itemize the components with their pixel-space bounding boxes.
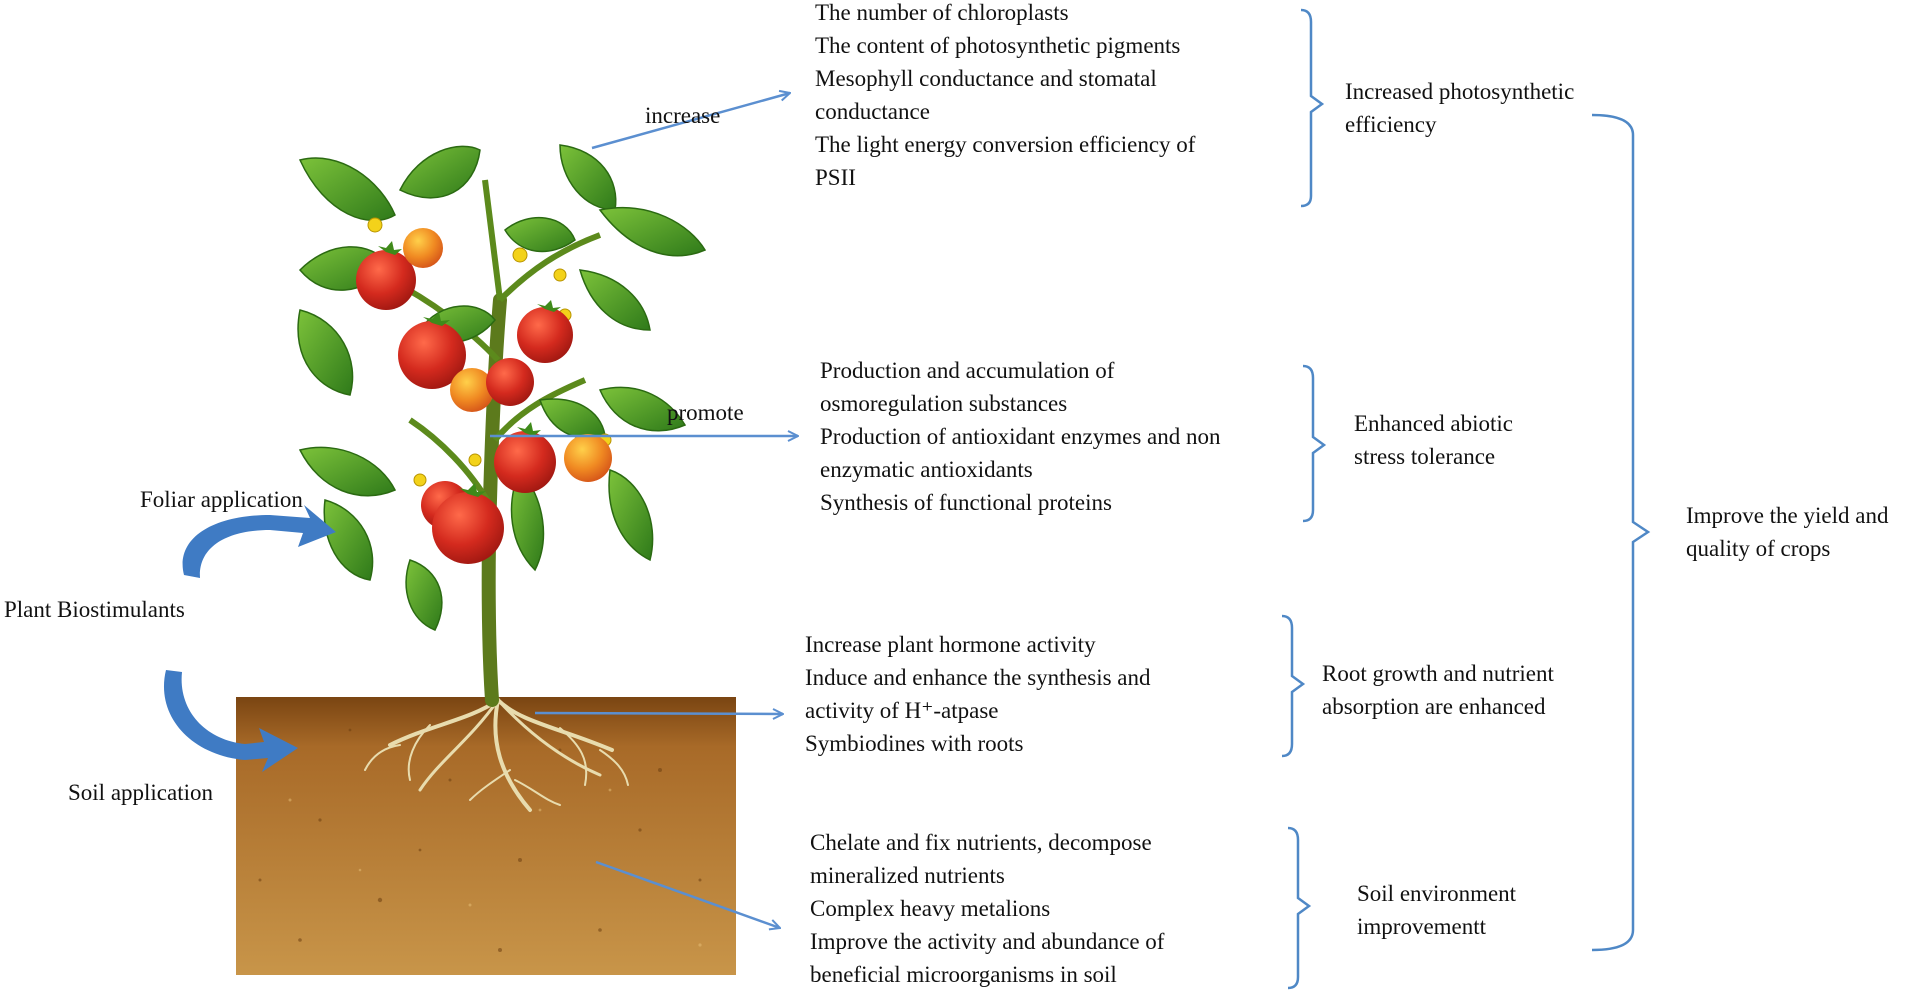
effect-line: Chelate and fix nutrients, decompose: [810, 830, 1152, 855]
outcome-label: Improve the yield and quality of crops: [1686, 503, 1889, 561]
category-stress: Enhanced abiotic stress tolerance: [1354, 411, 1514, 469]
arrow-soil: [595, 860, 780, 928]
effect-line: The number of chloroplasts: [815, 0, 1069, 25]
effect-line: Increase plant hormone activity: [805, 632, 1096, 657]
effect-line: Production of antioxidant enzymes and no…: [820, 424, 1221, 449]
label-soil-application: Soil application: [68, 780, 214, 805]
soil-arrow: [163, 670, 298, 772]
foliar-arrow: [182, 505, 336, 578]
effect-line: Synthesis of functional proteins: [820, 490, 1112, 515]
effect-list-soil: Chelate and fix nutrients, decompose min…: [810, 826, 1164, 991]
label-increase: increase: [645, 103, 721, 128]
effect-line: The content of photosynthetic pigments: [815, 33, 1181, 58]
label-plant-biostimulants: Plant Biostimulants: [4, 597, 185, 622]
effect-line: Improve the activity and abundance of: [810, 929, 1165, 954]
effect-line: enzymatic antioxidants: [820, 457, 1033, 482]
effect-list-stress: Production and accumulation of osmoregul…: [820, 354, 1221, 519]
arrow-roots: [534, 713, 783, 714]
plant-tomatoes: [356, 228, 612, 564]
bracket-photosynthesis: [1300, 8, 1325, 208]
effect-list-photosynthesis: The number of chloroplasts The content o…: [815, 0, 1195, 194]
effect-line: beneficial microorganisms in soil: [810, 962, 1117, 987]
effect-line: mineralized nutrients: [810, 863, 1005, 888]
arrow-increase: [591, 93, 790, 150]
bracket-outcome: [1591, 113, 1651, 952]
category-roots: Root growth and nutrient absorption are …: [1322, 661, 1554, 719]
effect-line: osmoregulation substances: [820, 391, 1068, 416]
bracket-stress: [1302, 364, 1327, 523]
bracket-roots: [1281, 614, 1306, 758]
effect-line: conductance: [815, 99, 930, 124]
label-foliar-application: Foliar application: [140, 487, 303, 512]
effect-line: Induce and enhance the synthesis and: [805, 665, 1151, 690]
category-photosynthesis: Increased photosynthetic efficiency: [1345, 79, 1575, 137]
effect-line: Symbiodines with roots: [805, 731, 1024, 756]
effect-line: activity of H⁺-atpase: [805, 698, 999, 723]
category-soil: Soil environment improvementt: [1357, 881, 1517, 939]
effect-list-roots: Increase plant hormone activity Induce a…: [805, 628, 1151, 760]
effect-line: Production and accumulation of: [820, 358, 1115, 383]
effect-line: Mesophyll conductance and stomatal: [815, 66, 1157, 91]
soil-block: [236, 697, 736, 975]
bracket-soil: [1287, 826, 1312, 990]
group-brackets: [1281, 8, 1651, 990]
effect-line: Complex heavy metalions: [810, 896, 1051, 921]
effect-line: PSII: [815, 165, 856, 190]
label-promote: promote: [667, 400, 744, 425]
plant-roots: [364, 698, 629, 812]
effect-arrows: [490, 93, 798, 928]
effect-line: The light energy conversion efficiency o…: [815, 132, 1196, 157]
application-arrows: [163, 505, 336, 772]
